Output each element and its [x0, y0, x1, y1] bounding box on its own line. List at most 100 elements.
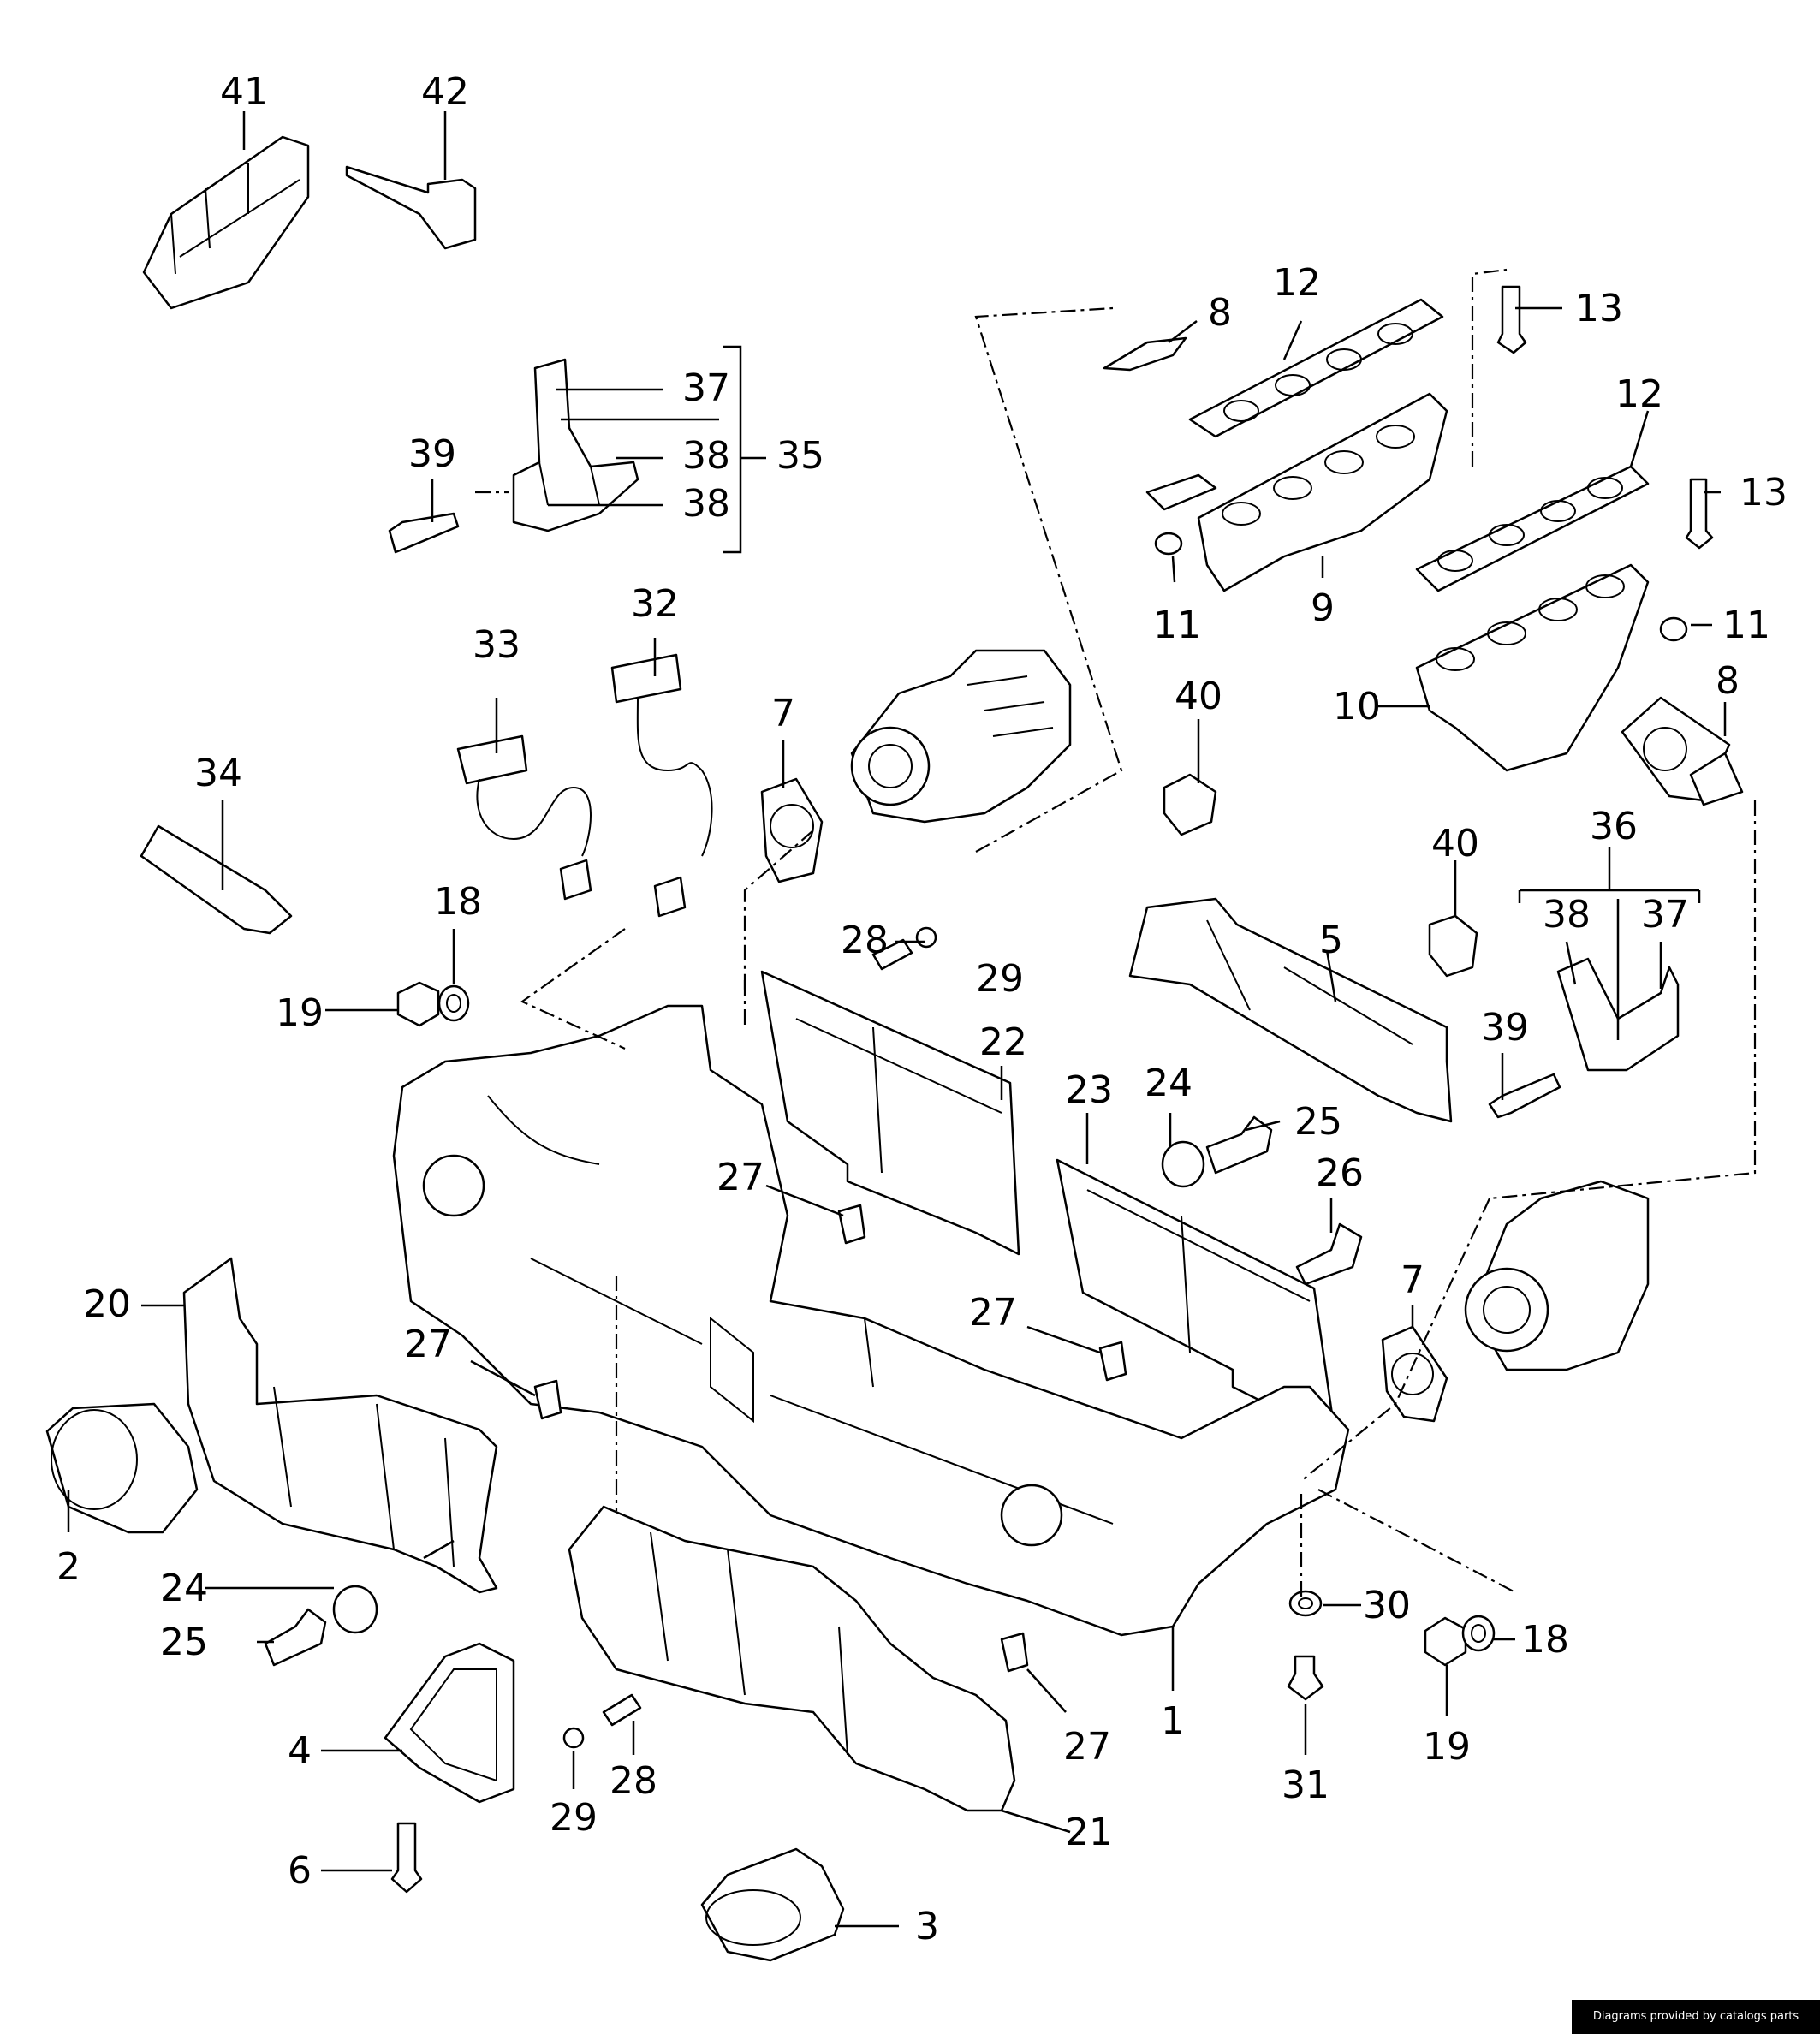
callout-13-lower: 13 [1740, 471, 1787, 514]
part-28-stud-lower [602, 1693, 642, 1727]
callout-18-upper: 18 [434, 880, 482, 924]
part-34-sealant-tube [140, 824, 293, 935]
part-4-mounting-strap [384, 1642, 515, 1804]
callout-29-upper: 29 [976, 957, 1024, 1001]
callout-39-upper: 39 [408, 432, 456, 476]
part-3-tailpipe-right [700, 1847, 845, 1962]
callout-22: 22 [979, 1020, 1027, 1064]
callout-7-upper: 7 [771, 692, 795, 735]
part-28-stud-upper [871, 938, 913, 971]
callout-10: 10 [1333, 685, 1381, 729]
part-26-bolt [1295, 1222, 1363, 1286]
callout-13-upper: 13 [1575, 287, 1623, 330]
callout-33: 33 [473, 623, 520, 667]
callout-12-upper: 12 [1273, 261, 1321, 305]
callout-24-upper: 24 [1145, 1062, 1193, 1105]
callout-9: 9 [1311, 586, 1335, 630]
callout-38-c: 38 [1543, 893, 1591, 937]
diagram-credit-badge: Diagrams provided by catalogs parts [1572, 2000, 1820, 2034]
part-7-gasket-upper [760, 777, 824, 883]
part-13-bolt-lower [1685, 478, 1714, 550]
part-39-bolt-upper [388, 512, 460, 554]
callout-37-upper: 37 [682, 366, 730, 410]
part-12-gasket-upper [1188, 298, 1444, 438]
callout-5: 5 [1319, 919, 1343, 962]
part-2-tailpipe-left [45, 1402, 199, 1534]
part-24-grommet-upper [1161, 1140, 1205, 1188]
part-11-nut-upper [1154, 532, 1183, 556]
callout-35: 35 [776, 434, 824, 478]
part-42-clip [345, 165, 477, 250]
part-8-gasket-lower [1621, 696, 1744, 806]
callout-3: 3 [915, 1905, 939, 1948]
leader-lines [67, 111, 1727, 1928]
part-31-bolt [1287, 1655, 1324, 1701]
callout-8-upper: 8 [1208, 291, 1232, 335]
callout-1: 1 [1161, 1699, 1185, 1743]
callout-34: 34 [194, 752, 242, 795]
callout-39-lower: 39 [1481, 1006, 1529, 1050]
part-13-bolt-upper [1496, 285, 1527, 354]
part-27-clip-1 [837, 1204, 866, 1245]
callout-25-upper: 25 [1294, 1100, 1342, 1144]
part-20-heat-shield [182, 1257, 498, 1594]
part-33-o2-sensor [456, 734, 592, 901]
part-10-manifold [1415, 563, 1650, 772]
callout-2: 2 [57, 1545, 80, 1589]
callout-40-upper: 40 [1175, 675, 1222, 718]
part-25-bolt-lower [264, 1608, 327, 1667]
callout-20: 20 [83, 1282, 131, 1326]
part-40-clip-upper [1163, 773, 1217, 836]
part-7-gasket-lower [1381, 1325, 1448, 1423]
part-36-bracket [1556, 957, 1680, 1072]
callout-31: 31 [1282, 1763, 1329, 1807]
callout-27-c: 27 [404, 1323, 452, 1366]
part-23-heat-shield [1056, 1158, 1337, 1440]
part-21-heat-shield [568, 1505, 1016, 1812]
part-29-nut-upper [915, 926, 937, 949]
part-29-nut-lower [562, 1727, 585, 1749]
callout-numbers: 41 42 8 12 13 37 38 35 38 39 12 13 11 9 … [57, 70, 1787, 1948]
callout-40-lower: 40 [1431, 822, 1479, 865]
callout-32: 32 [631, 582, 679, 626]
callout-38-b: 38 [682, 482, 730, 526]
callout-6: 6 [288, 1849, 312, 1893]
callout-19-lower: 19 [1423, 1725, 1471, 1769]
callout-28-upper: 28 [841, 919, 889, 962]
part-18-washer-lower [1461, 1615, 1496, 1652]
part-27-clip-2 [1098, 1341, 1127, 1382]
callout-36: 36 [1590, 805, 1638, 848]
callout-11-lower: 11 [1722, 604, 1770, 647]
callout-23: 23 [1065, 1068, 1113, 1112]
part-8-gasket-upper [1103, 336, 1187, 372]
callout-25-lower: 25 [160, 1621, 208, 1664]
callout-29-lower: 29 [550, 1796, 598, 1840]
callout-27-d: 27 [1063, 1725, 1111, 1769]
callout-28-lower: 28 [610, 1759, 657, 1803]
part-5-heat-shield-bracket [1128, 897, 1453, 1123]
callout-4: 4 [288, 1729, 312, 1773]
callout-18-lower: 18 [1521, 1618, 1569, 1662]
callout-24-lower: 24 [160, 1567, 208, 1610]
part-19-nut-lower [1424, 1616, 1467, 1667]
part-19-nut-upper [396, 981, 440, 1027]
callout-27-b: 27 [969, 1291, 1017, 1335]
callout-41: 41 [220, 70, 268, 114]
callout-38-a: 38 [682, 434, 730, 478]
callout-7-lower: 7 [1401, 1258, 1424, 1302]
part-27-clip-4 [1000, 1632, 1029, 1673]
part-27-clip-3 [533, 1379, 562, 1420]
part-11-nut-lower [1659, 616, 1688, 642]
callout-27-a: 27 [717, 1156, 764, 1199]
assembly-lines [475, 268, 1757, 1601]
callout-42: 42 [421, 70, 469, 114]
callout-19-upper: 19 [276, 991, 324, 1035]
turbocharger-upper [850, 649, 1072, 824]
callout-26: 26 [1316, 1151, 1364, 1195]
callout-21: 21 [1065, 1811, 1113, 1854]
part-9-manifold [1145, 392, 1448, 592]
part-35-bracket [512, 358, 639, 532]
callout-37-lower: 37 [1641, 893, 1689, 937]
part-40-clip-lower [1428, 914, 1478, 978]
